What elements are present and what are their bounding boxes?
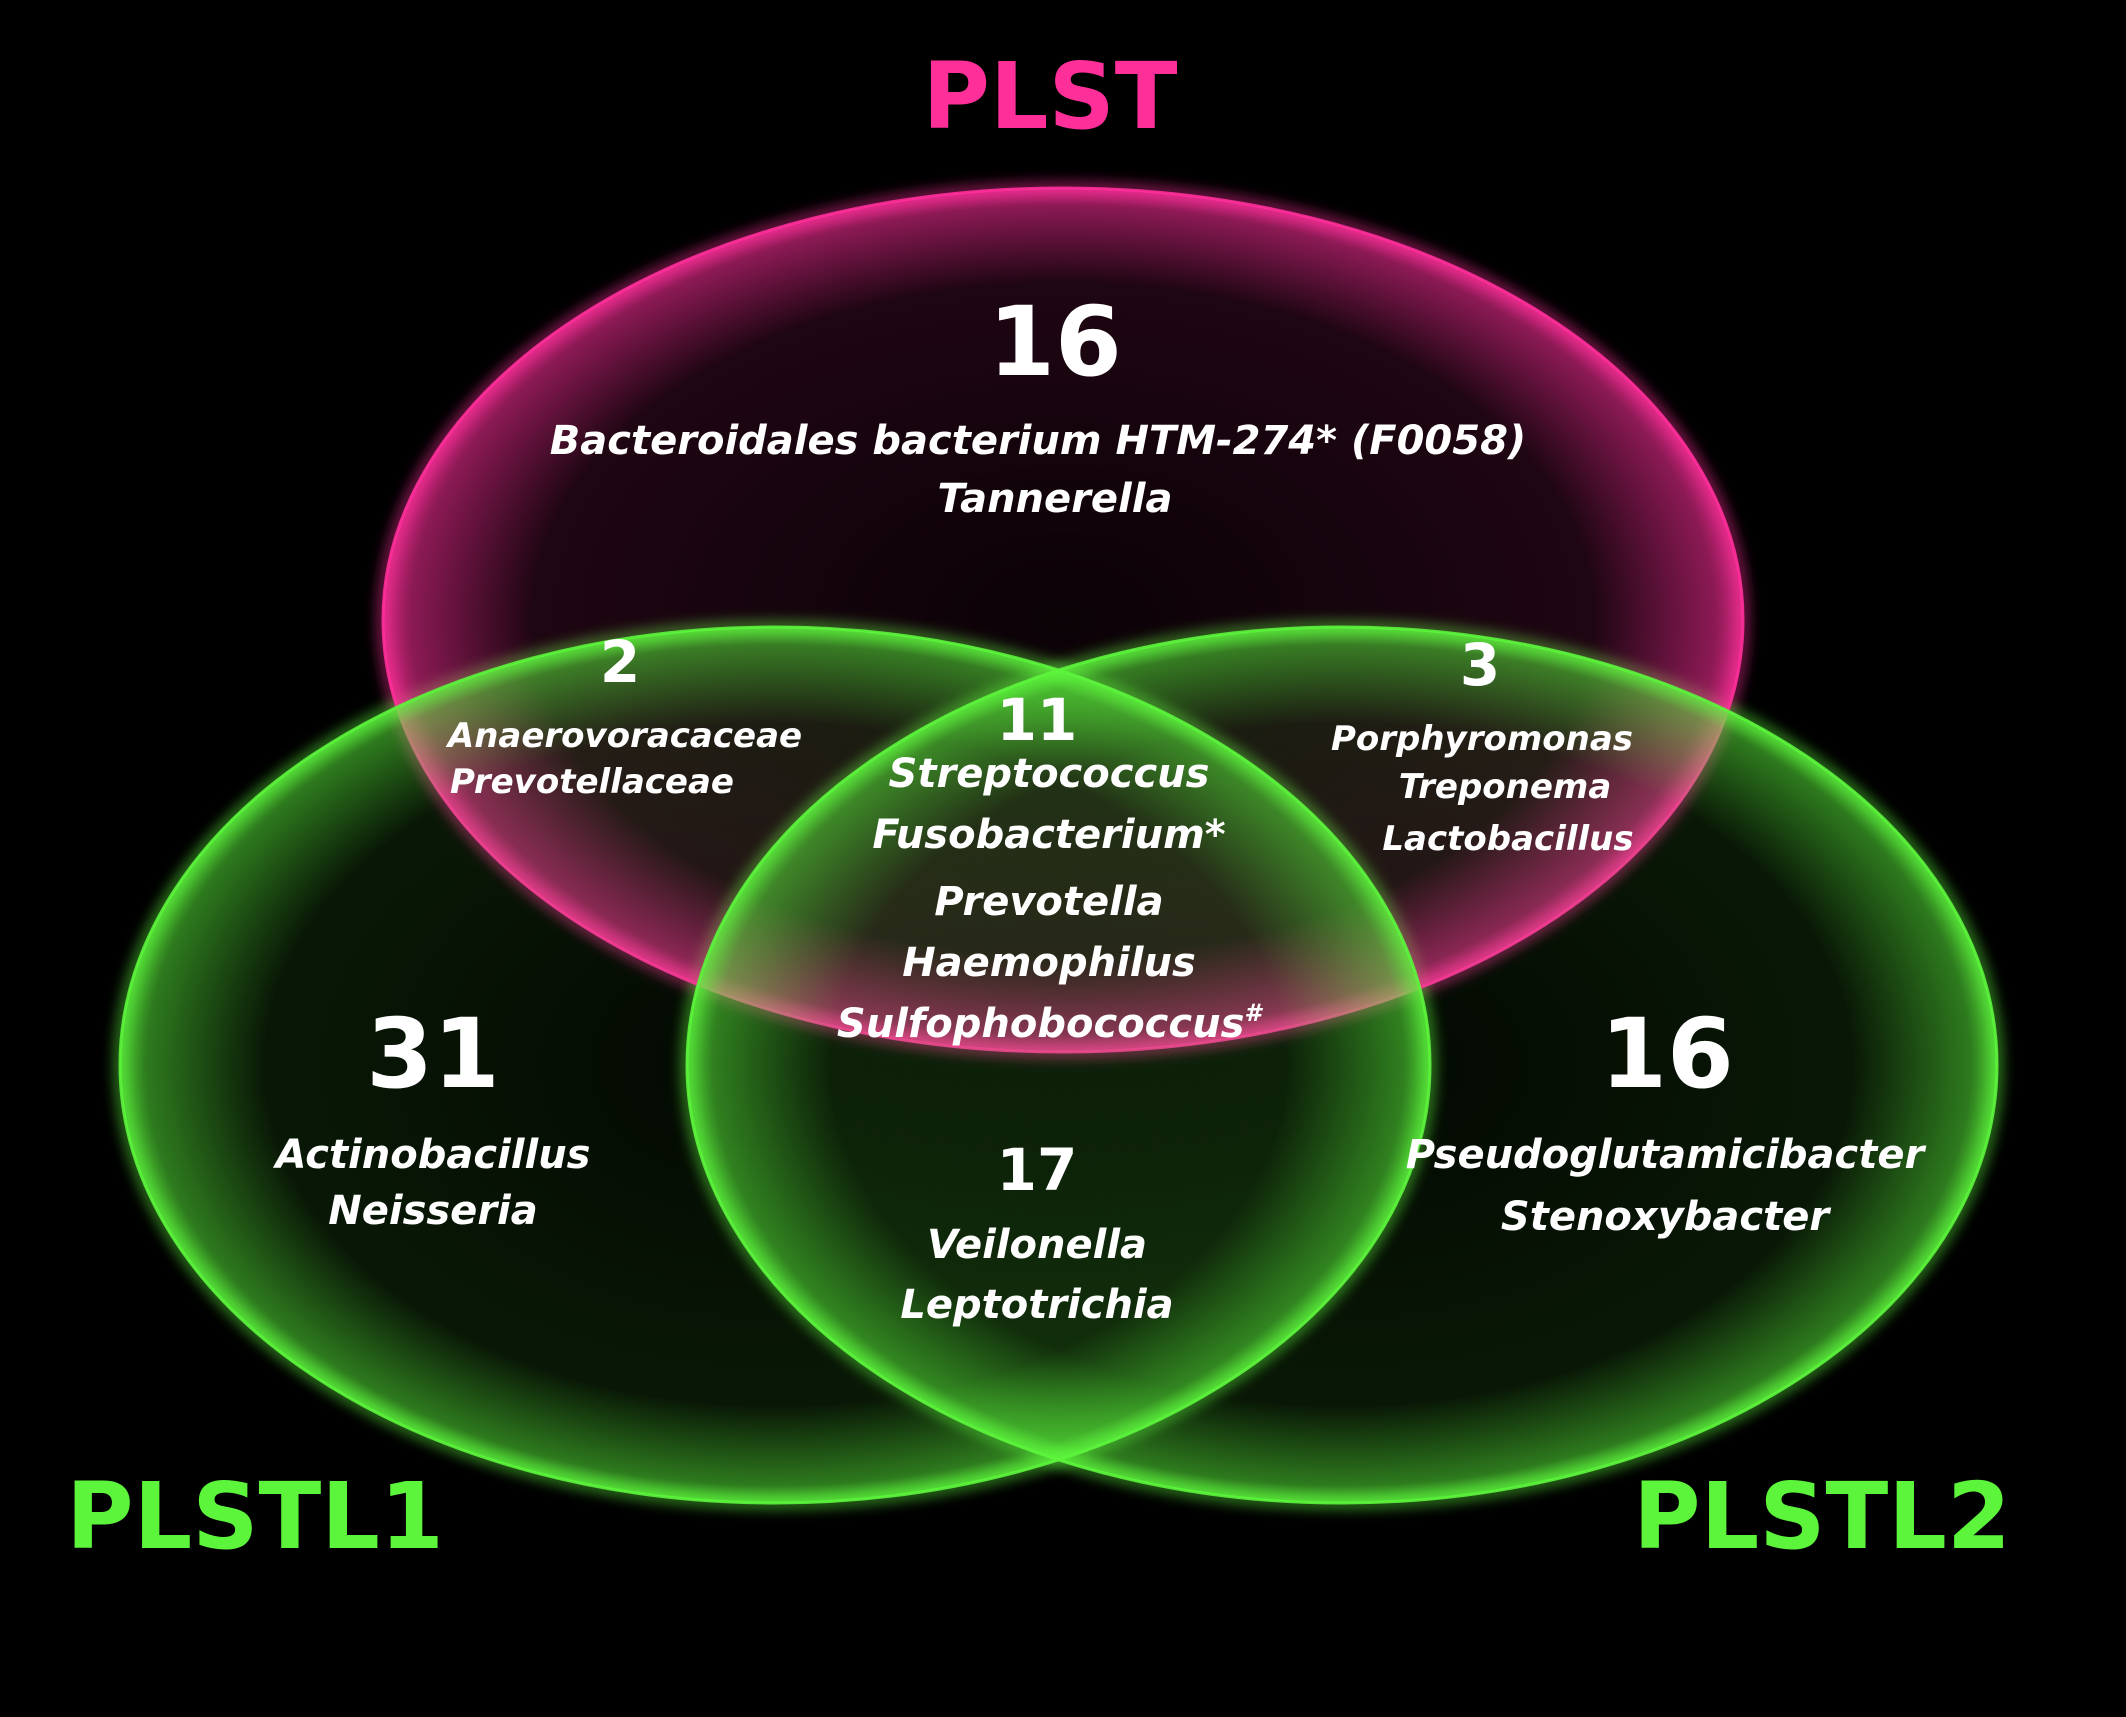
- count-plstl1-plstl2: 17: [997, 1136, 1078, 1204]
- count-all-three: 11: [997, 686, 1078, 754]
- count-plstl2-only: 16: [1600, 998, 1734, 1110]
- count-plst-only: 16: [988, 286, 1122, 398]
- taxon-sulfophobococcus: Sulfophobococcus: [837, 1001, 1244, 1047]
- count-plst-plstl2: 3: [1460, 631, 1500, 699]
- taxon-neisseria: Neisseria: [328, 1188, 538, 1234]
- taxon-lactobacillus: Lactobacillus: [1382, 819, 1633, 859]
- taxon-bacteroidales-strain: (F0058): [1351, 418, 1526, 464]
- plstl2-ellipse: [685, 625, 1999, 1505]
- taxon-leptotrichia: Leptotrichia: [900, 1282, 1173, 1328]
- taxon-porphyromonas: Porphyromonas: [1331, 719, 1633, 759]
- taxon-haemophilus: Haemophilus: [902, 940, 1196, 986]
- taxon-anaerovoracaceae: Anaerovoracaceae: [445, 716, 802, 756]
- taxon-sulfophobococcus-mark: #: [1244, 999, 1263, 1027]
- taxon-prevotellaceae: Prevotellaceae: [450, 762, 734, 802]
- set-label-plstl2: PLSTL2: [1633, 1463, 2011, 1570]
- count-plstl1-only: 31: [366, 998, 500, 1110]
- taxon-actinobacillus: Actinobacillus: [273, 1132, 591, 1178]
- taxon-tannerella: Tannerella: [938, 476, 1173, 522]
- taxon-bacteroidales: Bacteroidales bacterium HTM-274*: [550, 418, 1351, 464]
- taxon-pseudoglutamicibacter: Pseudoglutamicibacter: [1406, 1132, 1927, 1178]
- taxon-streptococcus: Streptococcus: [889, 751, 1210, 797]
- taxon-fusobacterium: Fusobacterium*: [872, 812, 1225, 858]
- set-label-plstl1: PLSTL1: [66, 1463, 444, 1570]
- set-label-plst: PLST: [922, 43, 1177, 150]
- taxon-veilonella: Veilonella: [927, 1222, 1147, 1268]
- taxon-prevotella: Prevotella: [934, 879, 1163, 925]
- taxon-stenoxybacter: Stenoxybacter: [1501, 1194, 1831, 1240]
- taxon-sulfophobococcus-line: Sulfophobococcus#: [837, 999, 1263, 1047]
- taxon-treponema: Treponema: [1399, 767, 1612, 807]
- count-plst-plstl1: 2: [600, 628, 640, 696]
- taxon-plst-only-line1: Bacteroidales bacterium HTM-274* (F0058): [550, 418, 1526, 464]
